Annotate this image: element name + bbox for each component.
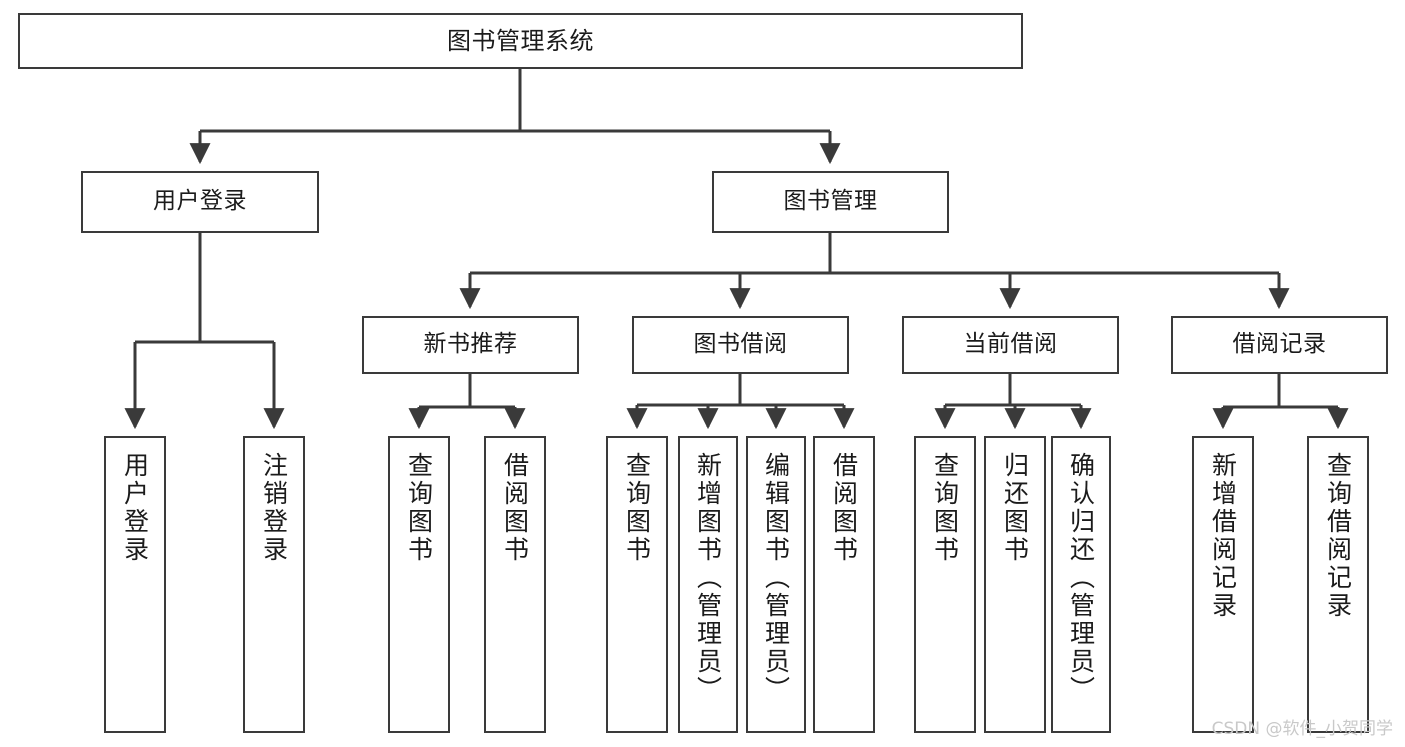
node-leaf-borrow-book-1[interactable]: 借阅图书 xyxy=(484,436,546,733)
node-leaf-query-book-1[interactable]: 查询图书 xyxy=(388,436,450,733)
node-book-borrow[interactable]: 图书借阅 xyxy=(632,316,849,374)
node-leaf-borrow-book-2[interactable]: 借阅图书 xyxy=(813,436,875,733)
node-label: 用户登录 xyxy=(153,188,247,215)
node-current-borrow[interactable]: 当前借阅 xyxy=(902,316,1119,374)
node-label: 查询图书 xyxy=(930,452,960,564)
node-label: 编辑图书（管理员） xyxy=(761,452,791,704)
node-book-manage[interactable]: 图书管理 xyxy=(712,171,949,233)
node-label: 新书推荐 xyxy=(423,331,518,358)
node-leaf-return-book[interactable]: 归还图书 xyxy=(984,436,1046,733)
node-label: 借阅图书 xyxy=(500,452,530,564)
node-root-system[interactable]: 图书管理系统 xyxy=(18,13,1023,69)
node-leaf-query-record[interactable]: 查询借阅记录 xyxy=(1307,436,1369,733)
node-label: 借阅记录 xyxy=(1232,331,1327,358)
node-borrow-record[interactable]: 借阅记录 xyxy=(1171,316,1388,374)
node-label: 新增借阅记录 xyxy=(1208,452,1238,620)
node-leaf-query-book-3[interactable]: 查询图书 xyxy=(914,436,976,733)
node-leaf-confirm-return[interactable]: 确认归还（管理员） xyxy=(1051,436,1111,733)
node-label: 借阅图书 xyxy=(829,452,859,564)
node-leaf-user-login[interactable]: 用户登录 xyxy=(104,436,166,733)
node-leaf-add-record[interactable]: 新增借阅记录 xyxy=(1192,436,1254,733)
node-label: 图书借阅 xyxy=(693,331,788,358)
node-label: 查询借阅记录 xyxy=(1323,452,1353,620)
node-label: 用户登录 xyxy=(120,452,150,564)
node-user-login[interactable]: 用户登录 xyxy=(81,171,319,233)
node-label: 查询图书 xyxy=(404,452,434,564)
node-leaf-user-logout[interactable]: 注销登录 xyxy=(243,436,305,733)
node-label: 图书管理系统 xyxy=(447,26,594,55)
node-label: 图书管理 xyxy=(783,188,878,215)
node-label: 查询图书 xyxy=(622,452,652,564)
node-label: 注销登录 xyxy=(259,452,289,564)
csdn-watermark: CSDN @软件_小贺同学 xyxy=(1211,719,1393,739)
node-label: 确认归还（管理员） xyxy=(1066,452,1096,704)
node-label: 归还图书 xyxy=(1000,452,1030,564)
node-leaf-query-book-2[interactable]: 查询图书 xyxy=(606,436,668,733)
node-leaf-edit-book[interactable]: 编辑图书（管理员） xyxy=(746,436,806,733)
node-leaf-add-book[interactable]: 新增图书（管理员） xyxy=(678,436,738,733)
node-new-book-rec[interactable]: 新书推荐 xyxy=(362,316,579,374)
node-label: 当前借阅 xyxy=(963,331,1058,358)
node-label: 新增图书（管理员） xyxy=(693,452,723,704)
